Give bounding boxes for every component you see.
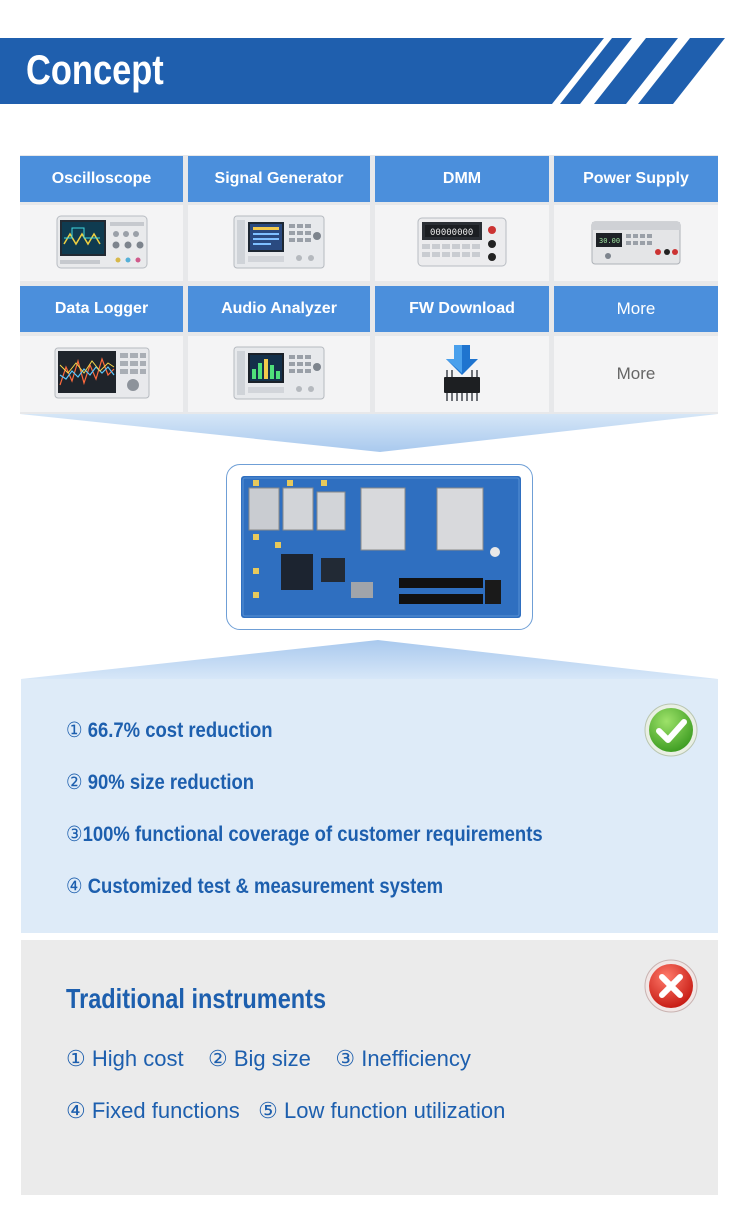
header-audio-analyzer: Audio Analyzer <box>188 286 370 332</box>
more-text: More <box>616 364 656 383</box>
board-frame <box>226 464 533 630</box>
svg-text:00000000: 00000000 <box>430 228 473 238</box>
advantage-item-4: ④ Customized test & measurement system <box>66 875 444 898</box>
traditional-line-2: ④ Fixed functions ⑤ Low function utiliza… <box>66 1098 506 1123</box>
header-data-logger: Data Logger <box>20 286 183 332</box>
advantages-panel <box>21 679 718 933</box>
advantage-item-3: ③100% functional coverage of customer re… <box>66 823 543 846</box>
cell-dmm: 00000000 <box>375 205 549 281</box>
cell-audio-analyzer <box>188 336 370 412</box>
cell-fw-download <box>375 336 549 412</box>
fw-download-icon <box>444 345 480 401</box>
header-oscilloscope: Oscilloscope <box>20 156 183 202</box>
oscilloscope-icon <box>56 215 147 269</box>
traditional-line-1: ① High cost ② Big size ③ Inefficiency <box>66 1046 471 1071</box>
page-title: Concept <box>26 46 164 93</box>
cell-signal-generator <box>188 205 370 281</box>
traditional-panel <box>21 940 718 1195</box>
cell-power-supply: 30.00 <box>554 205 718 281</box>
header-more: More <box>554 286 718 332</box>
cell-data-logger <box>20 336 183 412</box>
header-power-supply: Power Supply <box>554 156 718 202</box>
header-fw-download: FW Download <box>375 286 549 332</box>
data-logger-icon <box>54 347 149 399</box>
advantage-item-2: ② 90% size reduction <box>66 771 255 794</box>
pcb-board-image <box>241 476 521 618</box>
dmm-icon: 00000000 <box>417 217 507 267</box>
header-banner: Concept <box>0 38 750 104</box>
check-badge-icon <box>644 703 698 757</box>
traditional-title: Traditional instruments <box>66 983 327 1014</box>
advantage-item-1: ① 66.7% cost reduction <box>66 719 273 742</box>
header-signal-generator: Signal Generator <box>188 156 370 202</box>
cell-oscilloscope <box>20 205 183 281</box>
svg-text:30.00: 30.00 <box>599 237 620 245</box>
cross-badge-icon <box>644 959 698 1013</box>
power-supply-icon: 30.00 <box>591 221 681 265</box>
header-dmm: DMM <box>375 156 549 202</box>
cell-more: More <box>554 336 718 412</box>
audio-analyzer-icon <box>233 346 325 400</box>
signal-generator-icon <box>233 215 325 269</box>
banner-background <box>0 38 725 104</box>
